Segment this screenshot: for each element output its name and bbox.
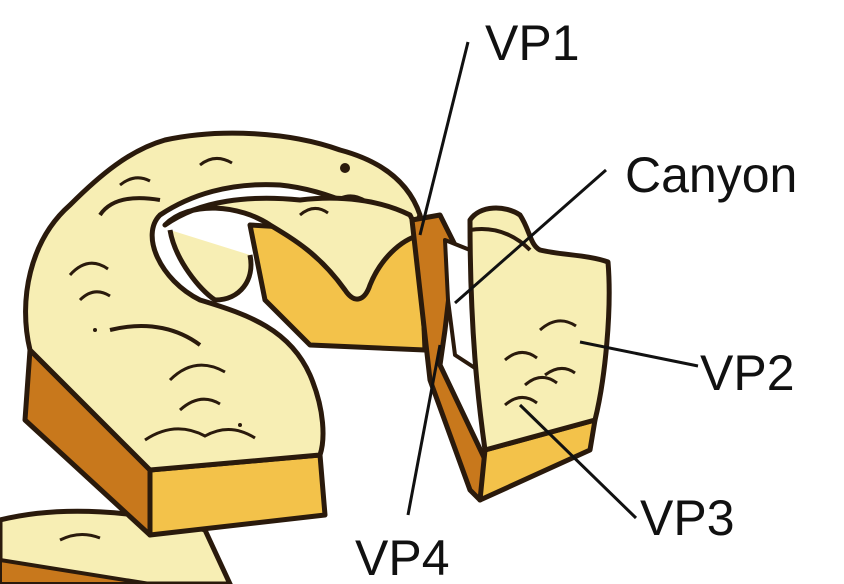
vp4-label: VP4 xyxy=(355,530,450,584)
vp1-label: VP1 xyxy=(485,15,580,71)
vp1-leader-line xyxy=(420,42,468,235)
canyon-label: Canyon xyxy=(625,147,797,203)
vp4-leader-line xyxy=(408,345,440,515)
vp3-label: VP3 xyxy=(640,490,735,546)
vp2-label: VP2 xyxy=(700,345,795,401)
right-block xyxy=(470,208,609,500)
